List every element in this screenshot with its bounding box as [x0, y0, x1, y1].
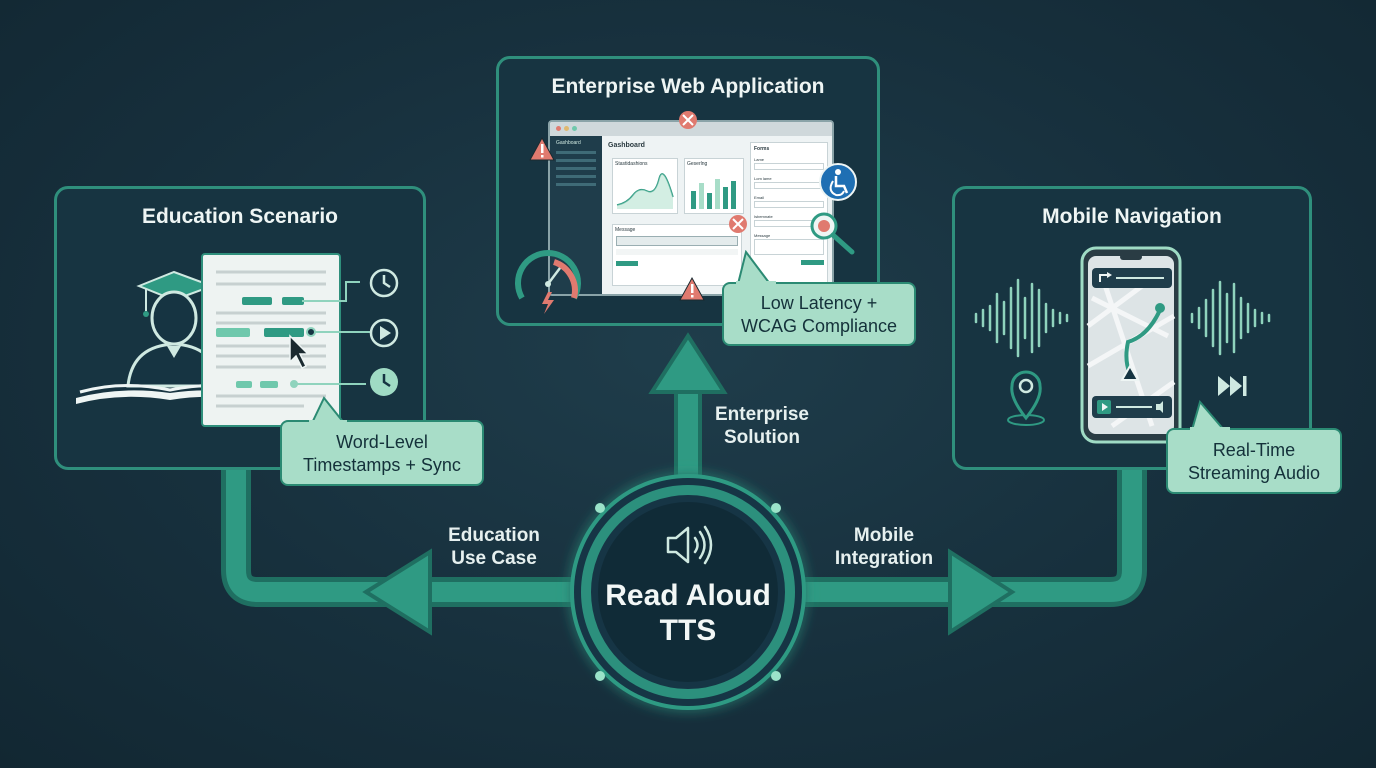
mobile-illustration — [974, 246, 1271, 444]
location-pin-icon — [1007, 370, 1045, 426]
warning-icon — [679, 276, 705, 301]
form-label: Message — [754, 233, 771, 238]
speaker-icon — [666, 525, 713, 565]
error-icon — [729, 215, 747, 233]
mobile-flow-arrow — [786, 468, 1147, 636]
accessibility-icon — [819, 163, 857, 201]
education-panel-title: Education Scenario — [141, 205, 339, 228]
fast-forward-icon — [1218, 376, 1247, 396]
form-label: Lom lame — [754, 176, 772, 181]
hub-node — [595, 671, 605, 681]
stats-card-title: Stastidashions — [615, 161, 648, 167]
education-illustration — [76, 253, 399, 427]
enterprise-overlays — [515, 111, 857, 314]
form-field[interactable] — [754, 163, 824, 170]
callout-pointer — [1190, 400, 1230, 432]
messages-title: Message — [615, 227, 636, 233]
clock-icon — [369, 268, 399, 298]
line-chart-icon — [616, 173, 674, 209]
dashboard-window: Gashboard Gashboard Stastidashions Geser… — [548, 120, 834, 296]
form-submit-button[interactable] — [801, 260, 824, 265]
form-field[interactable] — [754, 239, 824, 255]
sound-wave-right — [1190, 280, 1271, 356]
form-label: Email — [754, 195, 765, 200]
cursor-icon — [289, 334, 310, 370]
form-field[interactable] — [754, 201, 824, 208]
center-hub — [570, 474, 806, 710]
education-flow-arrow — [221, 468, 590, 636]
mobile-panel-title: Mobile Navigation — [1042, 205, 1222, 228]
error-icon — [679, 111, 697, 129]
forms-title: Forms — [754, 146, 770, 152]
dashboard-sidebar-item[interactable]: Gashboard — [556, 140, 581, 146]
bar-chart-icon — [691, 179, 736, 209]
hub-node — [771, 671, 781, 681]
speed-gauge-icon — [515, 250, 581, 314]
enterprise-panel-title: Enterprise Web Application — [551, 75, 825, 98]
enterprise-flow-arrow — [648, 332, 728, 492]
warning-icon — [529, 136, 555, 161]
bars-card-title: Geserlng — [687, 161, 708, 167]
dashboard-header: Gashboard — [608, 142, 645, 149]
form-label: Lame — [754, 157, 765, 162]
timer-icon — [370, 368, 398, 396]
play-icon — [369, 318, 399, 348]
form-label: Isbemnate — [754, 214, 773, 219]
smartphone — [1080, 246, 1182, 444]
hub-node — [595, 503, 605, 513]
callout-pointer — [309, 396, 347, 424]
sound-wave-left — [974, 278, 1069, 358]
enterprise-callout: Low Latency +WCAG Compliance — [722, 282, 916, 346]
magnifier-icon — [810, 212, 855, 255]
callout-pointer — [736, 250, 776, 286]
hub-node — [771, 503, 781, 513]
